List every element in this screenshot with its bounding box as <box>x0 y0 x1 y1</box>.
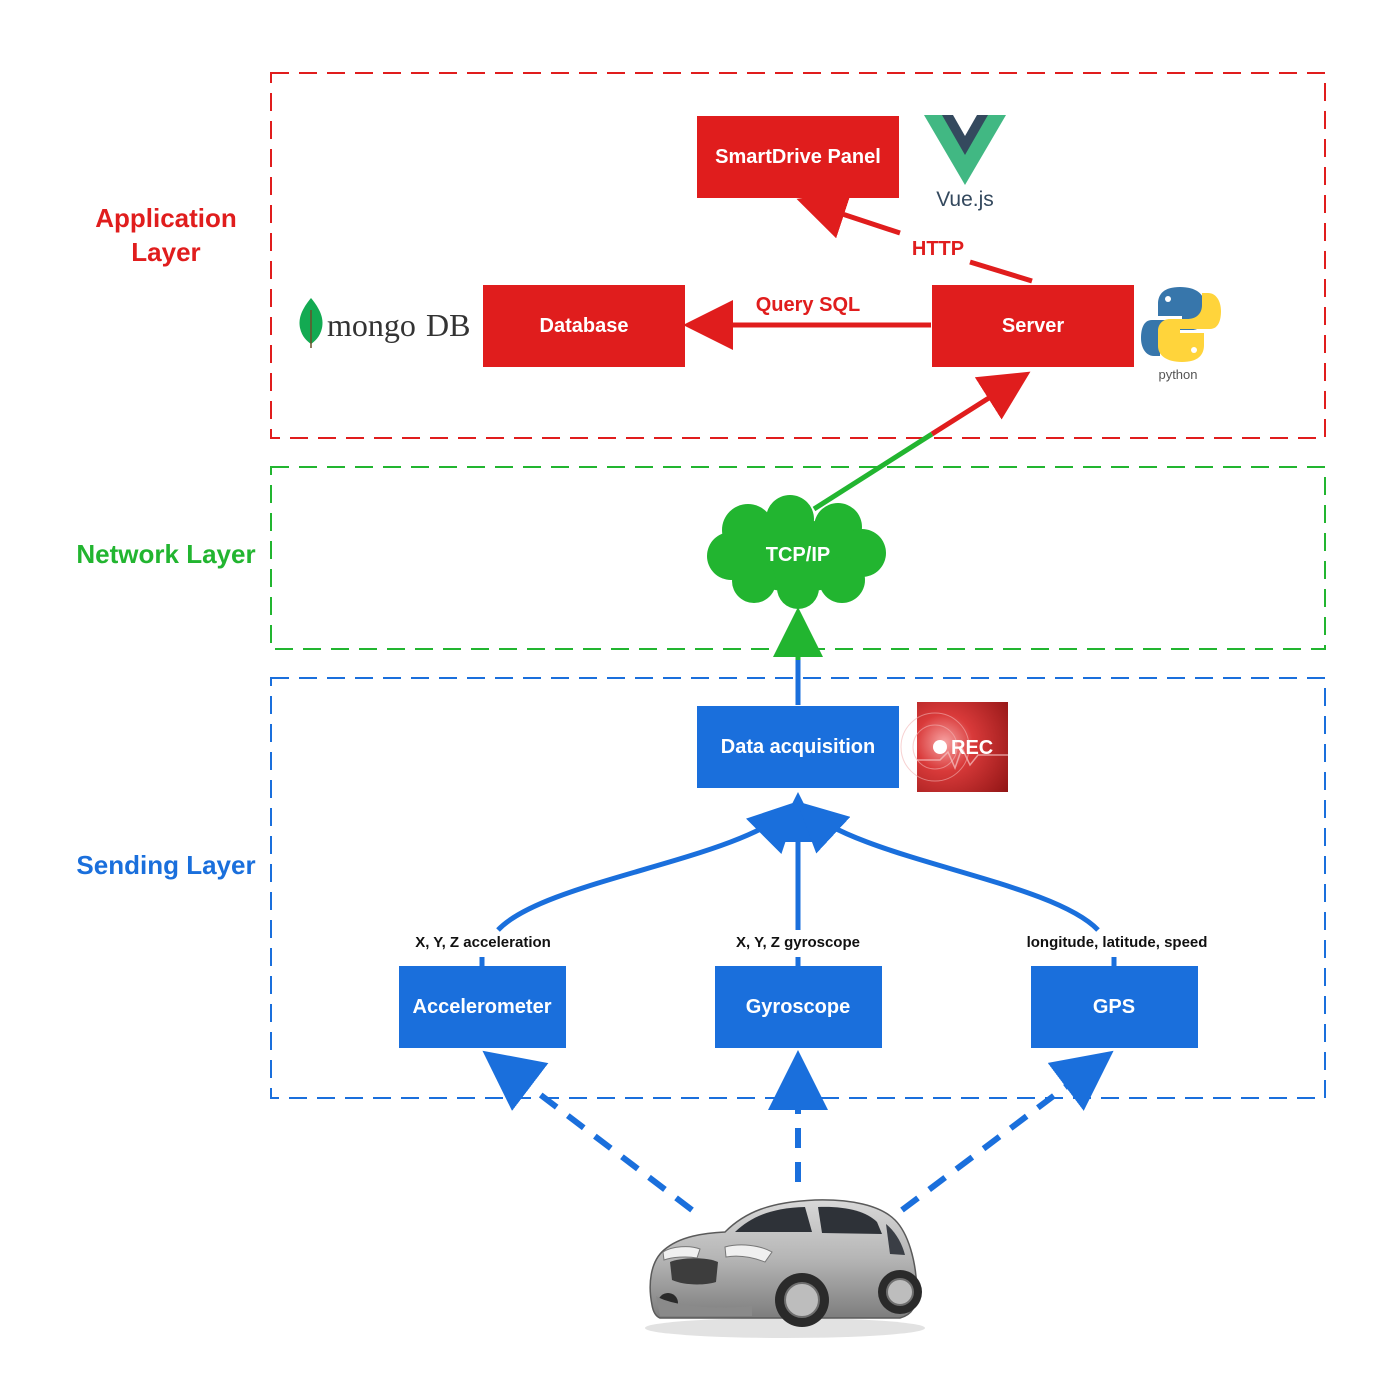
http-label: HTTP <box>912 238 964 260</box>
accelerometer-to-acquisition-edge <box>496 800 800 932</box>
network-layer-label: Network Layer <box>76 539 255 569</box>
server-label: Server <box>1002 315 1064 337</box>
gps-to-acquisition-edge <box>796 801 1100 932</box>
rec-logo: REC <box>900 702 1008 792</box>
server-node: Server <box>932 285 1134 367</box>
application-layer-label-line1: Application <box>95 203 237 233</box>
http-edge-lower <box>969 259 1033 284</box>
database-label: Database <box>540 315 629 337</box>
tcpip-label: TCP/IP <box>766 544 830 566</box>
sending-layer-label: Sending Layer <box>76 850 255 880</box>
network-layer-frame <box>270 466 1326 650</box>
mongodb-logo-text-a: mongo <box>327 307 416 343</box>
gyroscope-caption: X, Y, Z gyroscope <box>736 934 860 951</box>
gyroscope-node: Gyroscope <box>715 966 882 1048</box>
vue-logo: Vue.js <box>924 115 1006 211</box>
python-logo-text: python <box>1158 367 1197 382</box>
smartdrive-panel-label: SmartDrive Panel <box>715 146 881 168</box>
database-node: Database <box>483 285 685 367</box>
tcpip-cloud-node: TCP/IP <box>707 495 886 609</box>
accelerometer-caption: X, Y, Z acceleration <box>415 934 551 951</box>
data-acquisition-label: Data acquisition <box>721 736 875 758</box>
data-acquisition-node: Data acquisition <box>697 706 899 788</box>
accelerometer-label: Accelerometer <box>413 996 552 1018</box>
car-image <box>645 1199 925 1338</box>
http-edge-upper <box>796 190 901 239</box>
vue-logo-text: Vue.js <box>936 188 994 211</box>
query-sql-label: Query SQL <box>756 294 860 316</box>
gps-label: GPS <box>1093 996 1135 1018</box>
python-logo: python <box>1141 287 1221 382</box>
mongodb-logo: mongo DB <box>299 298 470 348</box>
tcpip-to-server-edge-red <box>930 371 1031 437</box>
accelerometer-node: Accelerometer <box>399 966 566 1048</box>
application-layer-frame <box>270 72 1326 439</box>
gps-node: GPS <box>1031 966 1198 1048</box>
car-to-gps-edge <box>900 1050 1114 1213</box>
car-to-accelerometer-edge <box>482 1050 694 1213</box>
mongodb-logo-text-b: DB <box>426 307 470 343</box>
gps-caption: longitude, latitude, speed <box>1027 934 1208 951</box>
rec-logo-text: REC <box>951 737 993 759</box>
smartdrive-panel-node: SmartDrive Panel <box>697 116 899 198</box>
tcpip-to-server-edge-green <box>812 431 934 512</box>
application-layer-label-line2: Layer <box>131 237 200 267</box>
gyroscope-label: Gyroscope <box>746 996 850 1018</box>
